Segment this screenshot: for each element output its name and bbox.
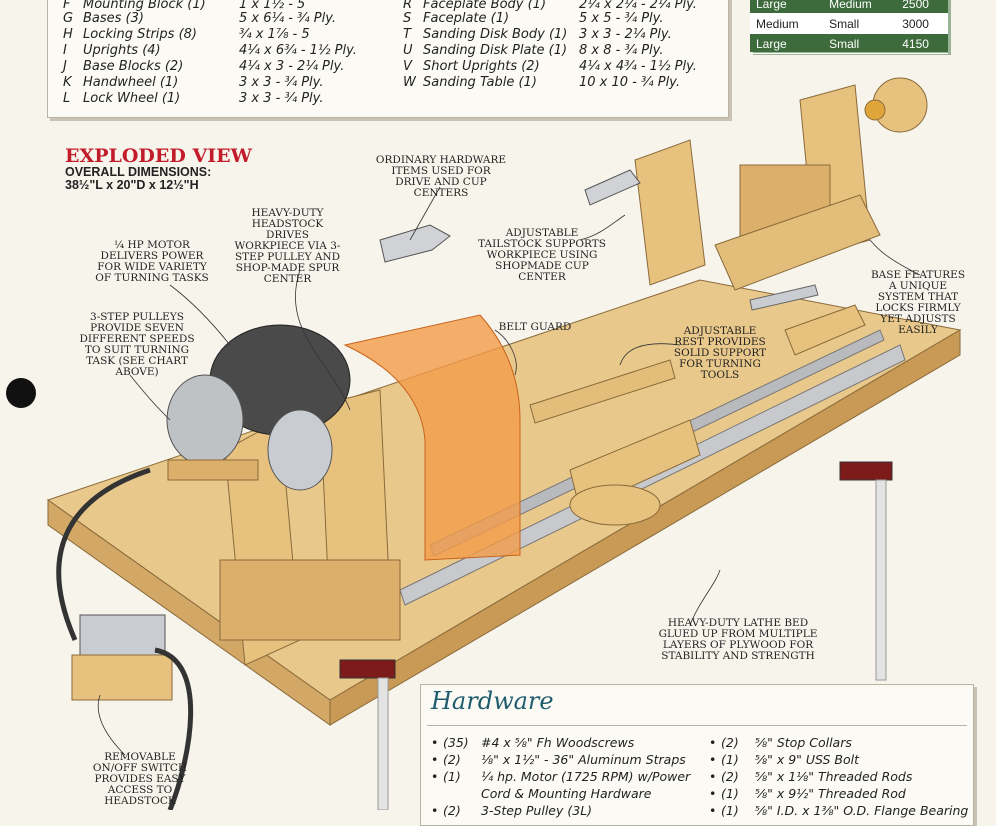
callout-pulleys: 3-STEP PULLEYS PROVIDE SEVEN DIFFERENT S… [79,311,195,378]
speed-chart-row: Large Small 4150 [750,33,948,54]
motor-pulley-cell: Large [750,33,824,54]
leader-line [579,214,626,241]
motor-pulley-cell: Large [750,0,824,14]
leader-line [689,569,721,626]
power-cord [154,647,194,810]
callout-motor: ¼ HP MOTOR DELIVERS POWER FOR WIDE VARIE… [95,239,209,284]
leader-line [97,694,126,756]
callout-belt-guard: BELT GUARD [498,321,572,333]
lathe-bed-side [329,329,961,726]
exploded-view-title: EXPLODED VIEW [65,145,252,167]
tool-rest [529,359,676,424]
clamp [339,659,396,679]
tailstock-upright [634,139,706,286]
hardware-title: Hardware [431,687,554,715]
aluminum-strap [749,284,819,311]
leader-line [409,186,441,241]
motor-pulley [166,374,244,466]
leader-line [869,239,921,276]
cup-center [584,169,641,206]
binder-hole [6,378,36,408]
power-cord [56,467,151,642]
dimensions-label: OVERALL DIMENSIONS: [65,165,212,179]
leader-line [619,343,681,366]
leader-line [169,284,231,346]
drive-center [379,224,451,263]
leader-line [129,374,171,421]
dimensions-value: 38½"L x 20"D x 12½"H [65,178,199,192]
callout-base: BASE FEATURES A UNIQUE SYSTEM THAT LOCKS… [870,269,966,336]
callout-switch: REMOVABLE ON/OFF SWITCH PROVIDES EASY AC… [92,751,188,807]
speed-chart-row: Large Medium 2500 [750,0,948,14]
spindle-pulley [267,409,333,491]
clamp [839,461,893,481]
clamp-bar [377,677,389,810]
motor-mount [167,459,259,481]
callout-hardware: ORDINARY HARDWARE ITEMS USED FOR DRIVE A… [375,154,507,199]
speed-chart-table: Large Medium 2500 Medium Small 3000 Larg… [750,0,948,54]
lock-wheel [864,99,886,121]
spindle-pulley-cell: Small [823,33,897,54]
locking-strip [784,304,866,356]
speed-chart-row: Medium Small 3000 [750,13,948,34]
spindle-pulley-cell: Medium [823,0,897,14]
headstock-base [219,559,401,641]
hardware-divider [427,725,967,726]
switch-mount [71,654,173,701]
motor-pulley-cell: Medium [750,13,824,34]
belt-guard [343,314,521,561]
rpm-cell: 4150 [896,33,948,54]
speed-chart: Large Medium 2500 Medium Small 3000 Larg… [750,0,948,54]
spindle-pulley-cell: Small [823,13,897,34]
rpm-cell: 2500 [896,0,948,14]
clamp-bar [875,479,887,681]
callout-bed: HEAVY-DUTY LATHE BED GLUED UP FROM MULTI… [658,617,818,662]
overall-dimensions: OVERALL DIMENSIONS: 38½"L x 20"D x 12½"H [65,166,211,192]
rpm-cell: 3000 [896,13,948,34]
callout-tailstock: ADJUSTABLE TAILSTOCK SUPPORTS WORKPIECE … [478,227,606,283]
tool-rest-post [569,484,661,526]
hardware-panel: Hardware •(35)#4 x ⅝" Fh Woodscrews •(2)… [420,684,974,826]
leader-line [494,329,517,376]
callout-rest: ADJUSTABLE REST PROVIDES SOLID SUPPORT F… [673,325,767,381]
callout-headstock: HEAVY-DUTY HEADSTOCK DRIVES WORKPIECE VI… [234,207,341,285]
leader-line [295,269,351,411]
tailstock-base [714,194,881,291]
